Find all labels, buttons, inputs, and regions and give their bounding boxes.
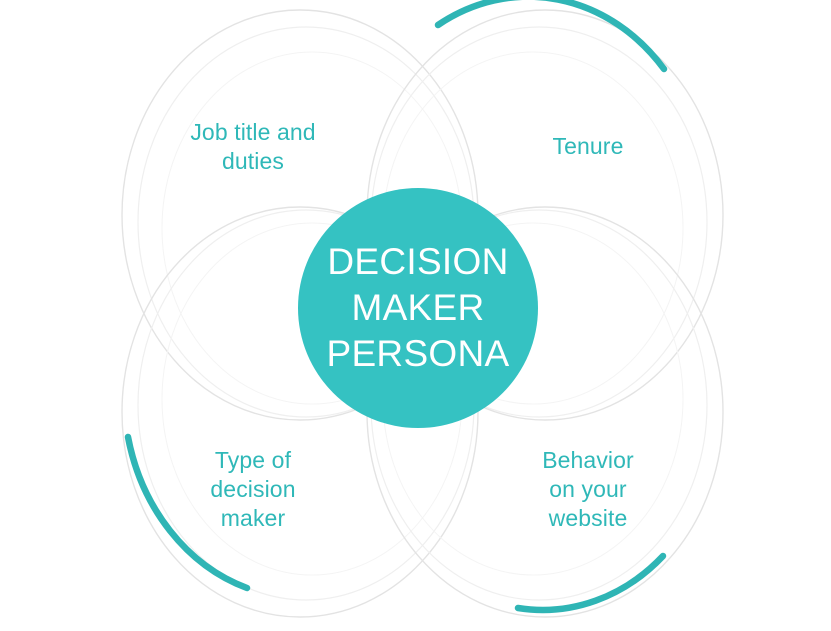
accent-arc-tenure <box>434 0 668 73</box>
circle-outline-bottom-left <box>121 206 479 618</box>
accent-arc-behavior <box>514 552 667 614</box>
center-circle: DECISION MAKER PERSONA <box>298 188 538 428</box>
center-circle-label: DECISION MAKER PERSONA <box>326 241 510 374</box>
accent-arc-type-decision <box>124 433 251 592</box>
